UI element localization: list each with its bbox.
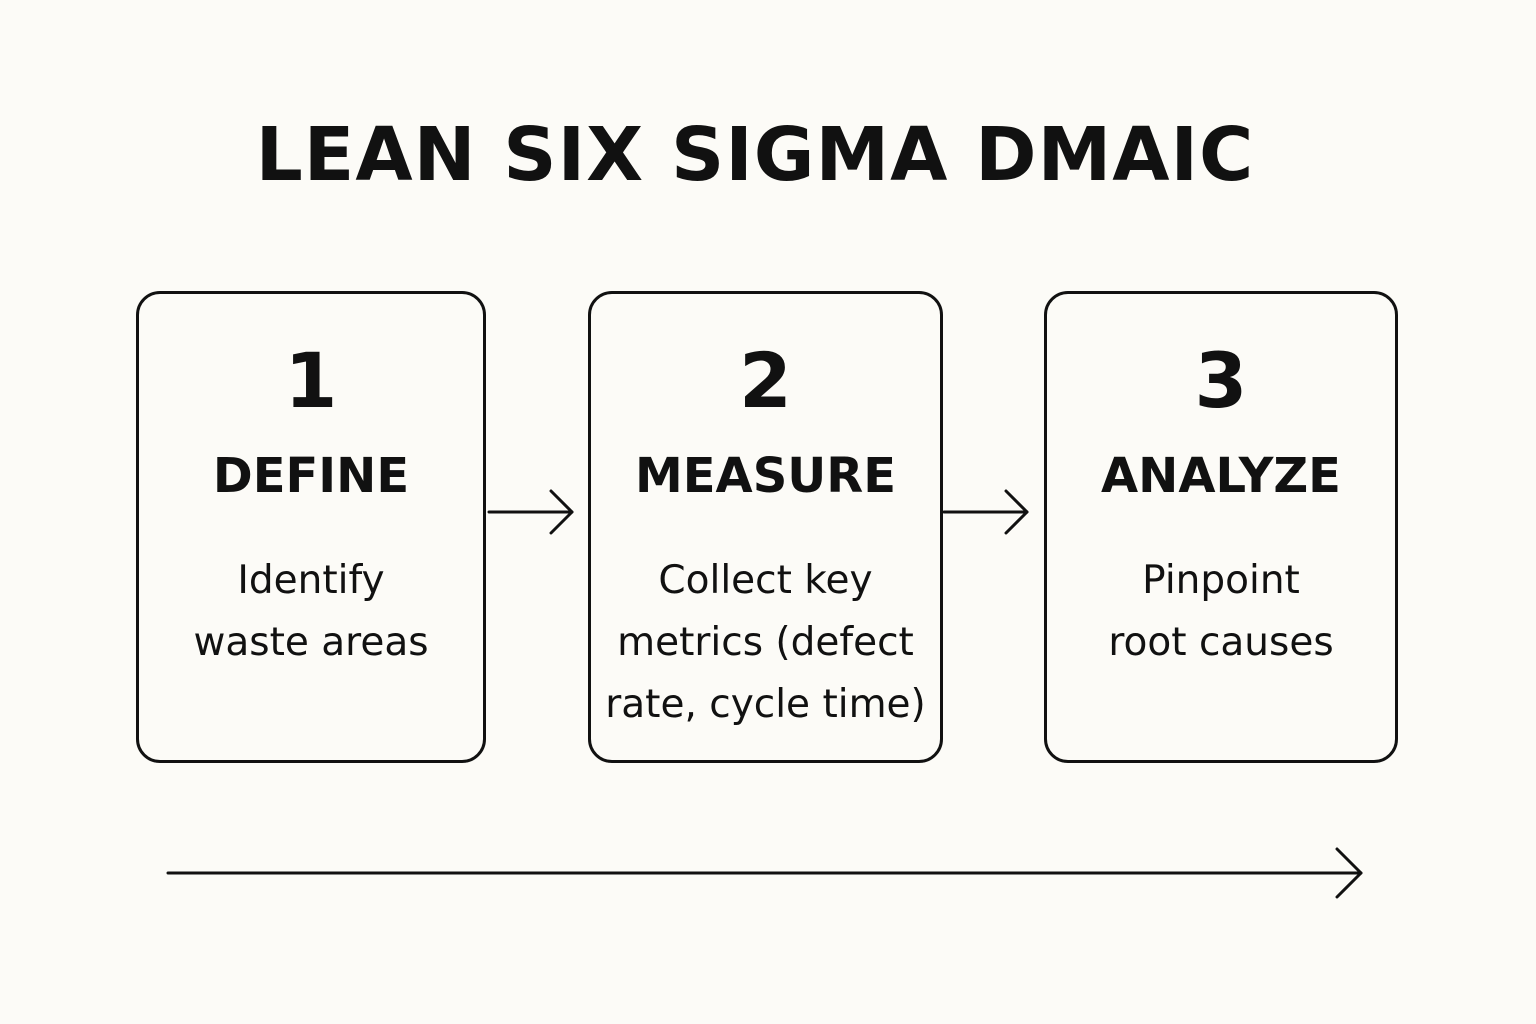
diagram-title: LEAN SIX SIGMA DMAIC — [255, 112, 1255, 198]
step-description: Identify waste areas — [193, 558, 429, 665]
step-description: Collect key metrics (defect rate, cycle … — [605, 558, 926, 727]
arrow-measure-to-analyze — [942, 489, 1029, 535]
step-measure-box: 2 MEASURE Collect key metrics (defect ra… — [588, 291, 943, 763]
step-analyze-box: 3 ANALYZE Pinpoint root causes — [1044, 291, 1398, 763]
step-define-box: 1 DEFINE Identify waste areas — [136, 291, 486, 763]
step-name: DEFINE — [212, 448, 410, 504]
step-description: Pinpoint root causes — [1108, 558, 1334, 665]
step-name: MEASURE — [635, 448, 896, 504]
step-name: ANALYZE — [1101, 448, 1341, 504]
step-number: 2 — [739, 336, 792, 425]
timeline-arrow — [166, 847, 1363, 899]
step-number: 3 — [1194, 336, 1248, 425]
arrow-define-to-measure — [487, 489, 574, 535]
step-number: 1 — [284, 336, 338, 425]
